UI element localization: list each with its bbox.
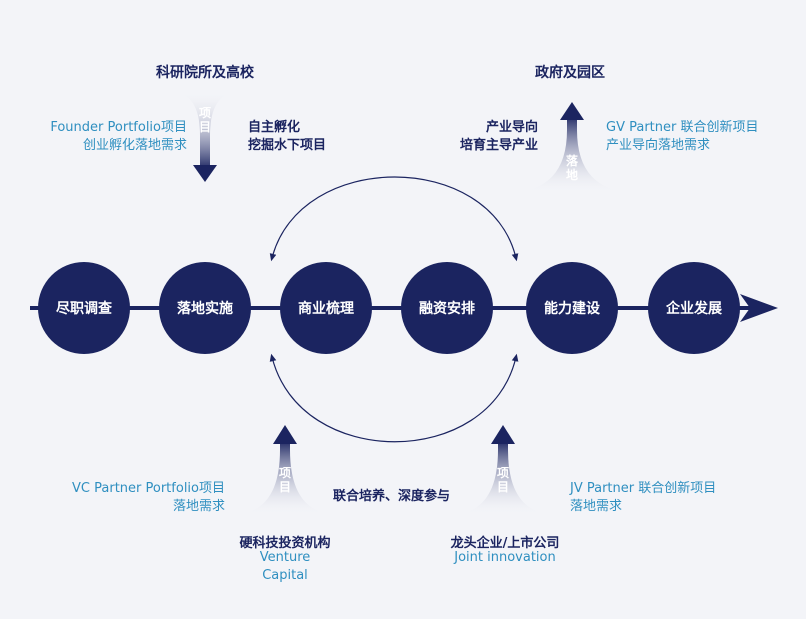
stage-label: 尽职调查 — [56, 300, 113, 317]
stage-circle — [280, 262, 372, 354]
funnel-label-char: 项 — [497, 466, 509, 480]
stage-node: 企业发展 — [648, 262, 740, 354]
stage-label: 企业发展 — [665, 300, 722, 317]
funnel-label-char: 落 — [566, 153, 579, 168]
top-left-right-line2: 挖掘水下项目 — [248, 138, 327, 153]
stage-node: 落地实施 — [159, 262, 251, 354]
top-right-funnel: 落 地 — [505, 102, 639, 193]
top-right-desc-line2: 产业导向落地需求 — [606, 138, 711, 153]
top-right-left-line2: 培育主导产业 — [459, 138, 538, 153]
main-flow-arrow-icon — [740, 294, 778, 322]
bottom-left-desc-line2: 落地需求 — [172, 499, 225, 514]
funnel-label-char: 地 — [566, 167, 578, 182]
bottom-right-funnel: 项 目 — [448, 425, 558, 515]
bottom-left-caption-en2: Capital — [262, 568, 308, 583]
top-left-funnel: 项 目 — [170, 92, 240, 182]
top-left-right-line1: 自主孵化 — [248, 120, 301, 135]
arrow-up-icon — [273, 425, 297, 444]
bottom-right-caption: 龙头企业/上市公司 — [450, 536, 560, 551]
stage-circle — [401, 262, 493, 354]
bottom-left-caption: 硬科技投资机构 — [239, 536, 331, 551]
stage-label: 落地实施 — [177, 300, 233, 317]
stage-label: 融资安排 — [419, 300, 475, 317]
stage-node: 融资安排 — [401, 262, 493, 354]
stage-circle — [159, 262, 251, 354]
arrow-up-icon — [560, 102, 584, 120]
funnel-label-char: 项 — [279, 466, 291, 480]
stage-label: 能力建设 — [544, 300, 601, 317]
top-left-desc-line2: 创业孵化落地需求 — [82, 138, 187, 153]
top-right-title: 政府及园区 — [535, 65, 605, 81]
arrow-down-icon — [193, 165, 217, 182]
cycle-arc-bottom — [269, 353, 519, 443]
top-left-desc-line1: Founder Portfolio项目 — [50, 120, 187, 135]
top-right-left-line1: 产业导向 — [485, 120, 538, 135]
funnel-label-char: 目 — [199, 120, 211, 134]
bottom-left-funnel: 项 目 — [230, 425, 340, 515]
stage-label: 商业梳理 — [298, 300, 354, 317]
bottom-right-desc-line2: 落地需求 — [570, 499, 623, 514]
top-left-title: 科研院所及高校 — [156, 65, 254, 81]
stage-node: 尽职调查 — [38, 262, 130, 354]
stage-node: 商业梳理 — [280, 262, 372, 354]
bottom-left-caption-en1: Venture — [259, 550, 311, 565]
arrow-up-icon — [491, 425, 515, 444]
top-right-desc-line1: GV Partner 联合创新项目 — [606, 120, 759, 135]
bottom-left-desc-line1: VC Partner Portfolio项目 — [72, 481, 225, 496]
stage-circle — [38, 262, 130, 354]
funnel-label-char: 目 — [279, 480, 291, 494]
bottom-right-caption-en: Joint innovation — [454, 550, 556, 565]
stage-circle — [648, 262, 740, 354]
funnel-label-char: 项 — [199, 106, 211, 120]
cycle-arc-top — [269, 176, 519, 262]
stage-node: 能力建设 — [526, 262, 618, 354]
bottom-middle-text: 联合培养、深度参与 — [333, 489, 451, 504]
bottom-right-desc-line1: JV Partner 联合创新项目 — [570, 481, 717, 496]
stage-circle — [526, 262, 618, 354]
funnel-label-char: 目 — [497, 480, 509, 494]
